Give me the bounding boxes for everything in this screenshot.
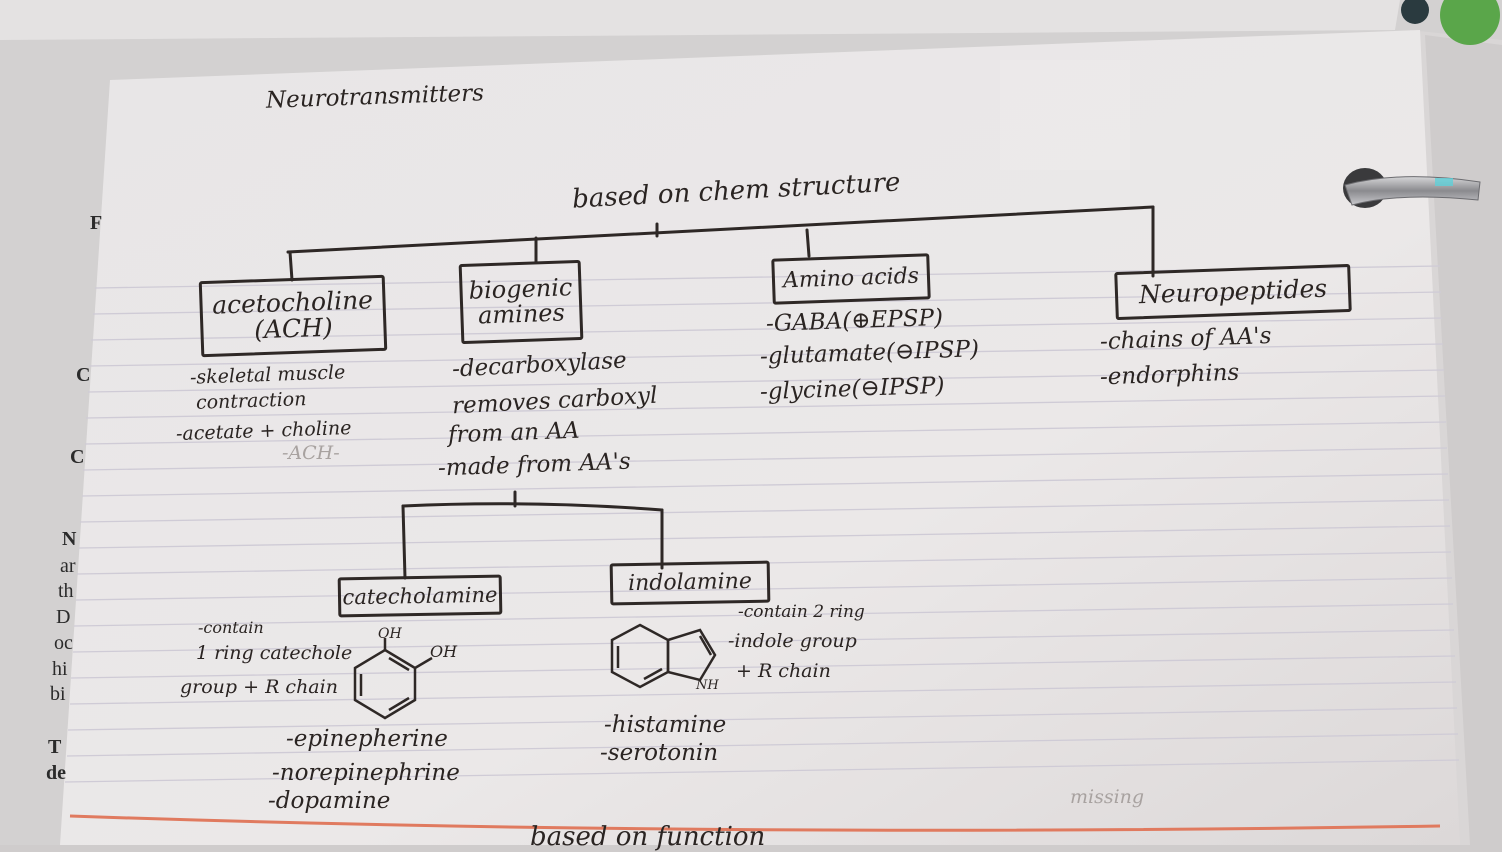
bleed-letter: C (76, 364, 91, 386)
bleed-letter: th (58, 580, 74, 602)
subcategory-indolamine-box: indolamine (609, 560, 771, 606)
structure-label: NH (696, 678, 719, 693)
category-biogenic-box: biogenic amines (458, 259, 584, 345)
structure-label: OH (430, 642, 458, 661)
category-amino-box: Amino acids (771, 253, 931, 305)
note-text: contraction (195, 388, 307, 414)
bleed-letter: N (62, 528, 77, 550)
note-text: -contain (198, 618, 264, 637)
bleed-letter: D (56, 606, 71, 628)
bleed-letter: bi (50, 683, 66, 705)
note-text: -indole group (728, 630, 857, 652)
bleed-letter: ar (60, 555, 76, 577)
note-text: group + R chain (180, 676, 338, 698)
example-text: -histamine (604, 712, 727, 738)
bleed-letter: F (90, 212, 103, 234)
note-text: -endorphins (1099, 359, 1240, 391)
bleed-letter: de (46, 762, 66, 784)
note-text: + R chain (736, 660, 831, 682)
faint-note: -ACH- (282, 442, 340, 464)
bottom-heading: based on function (530, 822, 766, 852)
example-text: -epinepherine (286, 726, 448, 752)
bleed-letter: hi (52, 658, 68, 680)
example-text: -norepinephrine (272, 760, 460, 786)
note-text: from an AA (447, 417, 580, 449)
bleed-letter: T (48, 736, 62, 758)
faint-note: missing (1070, 786, 1145, 808)
category-ach-box: acetocholine (ACH) (198, 274, 388, 358)
note-text: -contain 2 ring (738, 602, 865, 622)
bleed-letter: oc (54, 632, 73, 654)
structure-label: OH (378, 626, 402, 642)
subcategory-catecholamine-box: catecholamine (337, 574, 503, 618)
example-text: -dopamine (268, 788, 391, 814)
example-text: -serotonin (600, 740, 719, 766)
note-text: 1 ring catechole (196, 642, 353, 664)
category-neuropeptides-box: Neuropeptides (1114, 263, 1352, 321)
bleed-letter: C (70, 446, 85, 468)
